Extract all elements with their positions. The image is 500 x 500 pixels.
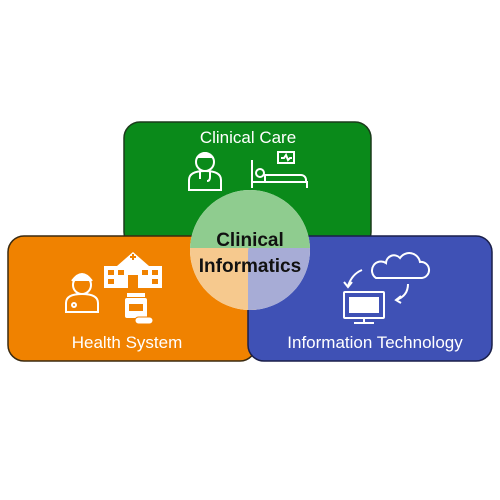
hospital-bed-icon <box>251 151 308 188</box>
hospital-building-icon <box>104 252 162 288</box>
clinical-care-label: Clinical Care <box>200 128 296 147</box>
center-circle <box>190 190 310 310</box>
center-label-line2: Informatics <box>199 256 301 277</box>
computer-monitor-icon <box>343 291 385 324</box>
cloud-sync-icon <box>343 252 431 304</box>
center-label-line1: Clinical <box>216 230 284 251</box>
doctor-icon <box>188 152 222 191</box>
medicine-icon <box>125 293 154 325</box>
nurse-icon <box>65 273 99 313</box>
information-technology-label: Information Technology <box>287 333 463 352</box>
health-system-label: Health System <box>72 333 183 352</box>
